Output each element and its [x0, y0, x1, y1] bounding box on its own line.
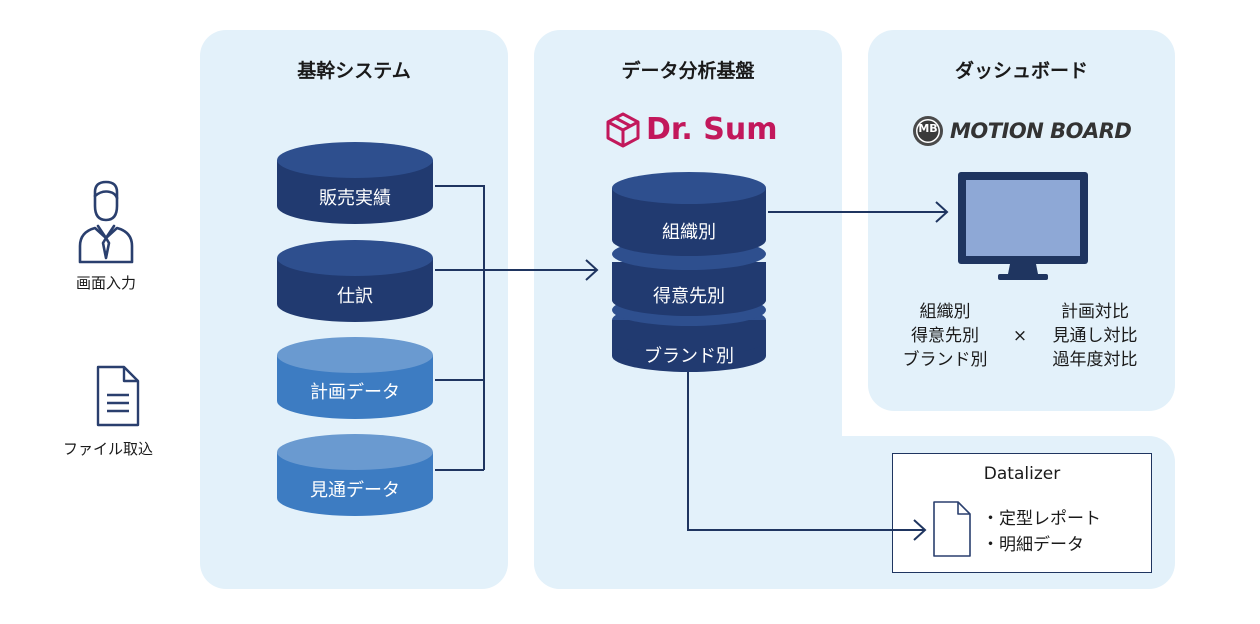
motionboard-badge: MB: [918, 122, 938, 135]
dashboard-comparisons: 計画対比 見通し対比 過年度対比: [1040, 300, 1150, 372]
db-sales-results: [275, 140, 435, 226]
file-import-label: ファイル取込: [62, 440, 153, 458]
dimension-customer: 得意先別: [911, 326, 979, 346]
db-sales-results-label: 販売実績: [319, 188, 391, 209]
arrow-head-datalizer: [913, 519, 927, 541]
datalizer-item-detail-data: ・明細データ: [982, 535, 1084, 555]
datalizer-item-standard-report: ・定型レポート: [982, 509, 1101, 529]
dimension-organization: 組織別: [919, 302, 971, 322]
comparison-plan: 計画対比: [1061, 302, 1129, 322]
drsum-brand-name: Dr. Sum: [646, 112, 778, 147]
db-stack: [610, 170, 768, 376]
db-journal-label: 仕訳: [337, 286, 373, 307]
motionboard-brand-name: MOTION BOARD: [950, 119, 1132, 143]
data-platform-title: データ分析基盤: [621, 60, 755, 82]
document-icon: [92, 365, 142, 427]
db-forecast-data-label: 見通データ: [310, 480, 400, 501]
db-layer-customer: 得意先別: [653, 286, 725, 307]
db-plan-data-label: 計画データ: [310, 382, 400, 403]
motionboard-logo-icon: [912, 115, 944, 147]
screen-input-label: 画面入力: [75, 274, 136, 292]
dimension-brand: ブランド別: [902, 350, 988, 370]
datalizer-items: ・定型レポート ・明細データ: [982, 506, 1101, 558]
connector-sales: [435, 185, 485, 470]
db-layer-organization: 組織別: [662, 222, 716, 243]
comparison-forecast: 見通し対比: [1052, 326, 1138, 346]
arrow-head-dashboard: [935, 201, 949, 223]
db-plan-data: [275, 335, 435, 421]
report-document-icon: [932, 500, 972, 558]
comparison-prior-year: 過年度対比: [1052, 350, 1138, 370]
db-journal: [275, 238, 435, 324]
db-layer-brand: ブランド別: [644, 346, 734, 367]
drsum-logo-icon: [606, 112, 640, 148]
arrow-head-drsum: [585, 259, 599, 281]
monitor-icon: [958, 172, 1088, 284]
datalizer-title: Datalizer: [983, 464, 1061, 484]
times-symbol: ×: [1012, 326, 1028, 346]
db-forecast-data: [275, 432, 435, 518]
dashboard-dimensions: 組織別 得意先別 ブランド別: [890, 300, 1000, 372]
connector-to-datalizer: [687, 372, 924, 531]
core-system-title: 基幹システム: [297, 60, 411, 82]
dashboard-title: ダッシュボード: [954, 60, 1088, 82]
person-icon: [76, 178, 136, 264]
